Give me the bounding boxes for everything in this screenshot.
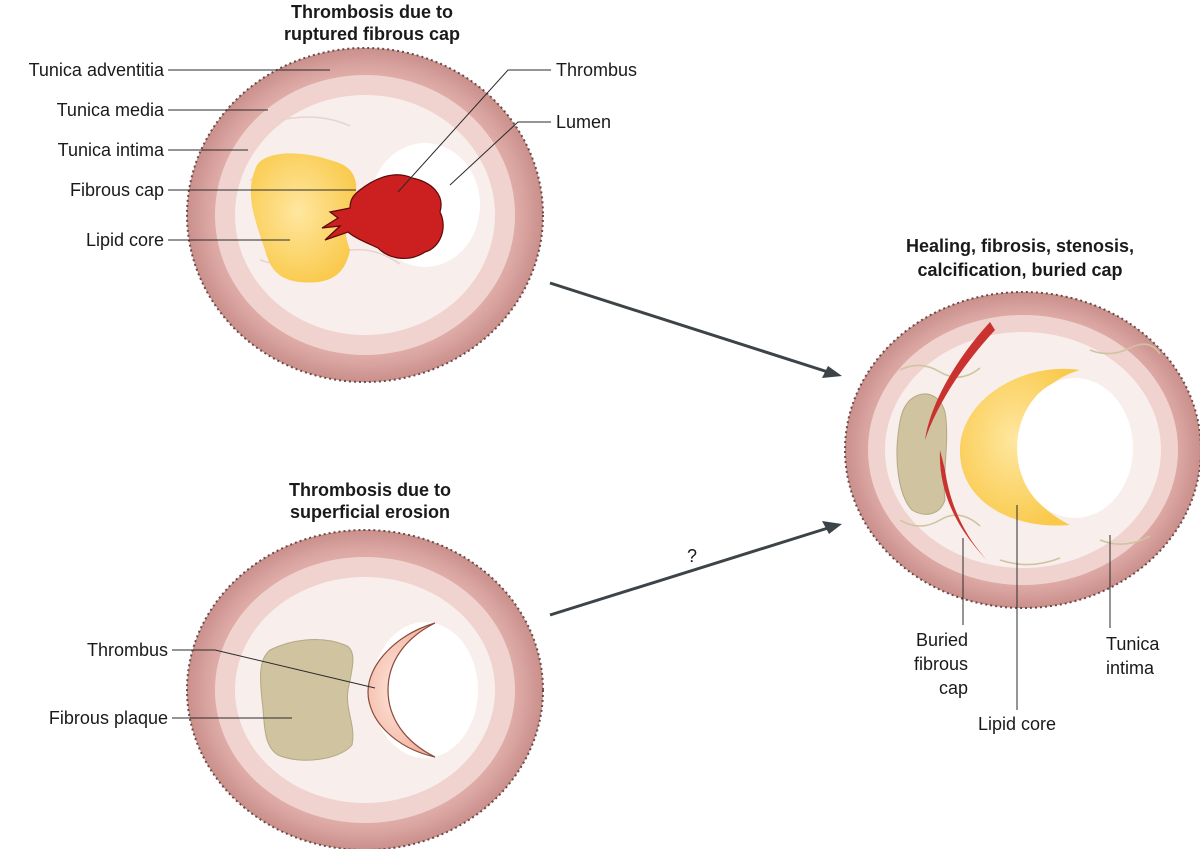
- fibrous-plaque: [259, 639, 354, 761]
- label-thrombus: Thrombus: [556, 60, 637, 80]
- label-lumen: Lumen: [556, 112, 611, 132]
- artery-cross-section-healing: [844, 291, 1200, 609]
- panel-ruptured-title-line2: ruptured fibrous cap: [284, 24, 460, 44]
- transition-arrows: ?: [549, 281, 842, 617]
- label-erosion-thrombus: Thrombus: [87, 640, 168, 660]
- label-tunica-adventitia: Tunica adventitia: [29, 60, 165, 80]
- vessel-outer-border: [186, 529, 544, 849]
- panel-ruptured-title-line1: Thrombosis due to: [291, 2, 453, 22]
- fibrous-plaque-healed: [896, 393, 948, 515]
- label-fibrous-plaque: Fibrous plaque: [49, 708, 168, 728]
- label-buried-cap-line1: Buried: [916, 630, 968, 650]
- arrowhead-ruptured: [822, 366, 842, 378]
- erosion-thrombus: [367, 622, 436, 758]
- arrow-question-mark: ?: [687, 546, 697, 566]
- arrow-erosion-to-healing: [549, 526, 829, 617]
- lumen: [372, 622, 478, 758]
- vessel-outer-border: [186, 47, 544, 383]
- panel-superficial-erosion: Thrombosis due to superficial erosion Th…: [49, 480, 544, 849]
- panel-erosion-title-line1: Thrombosis due to: [289, 480, 451, 500]
- lipid-core-healing: [959, 368, 1080, 526]
- label-tunica-intima: Tunica intima: [58, 140, 165, 160]
- buried-fibrous-cap-upper: [925, 322, 995, 440]
- label-buried-cap-line2: fibrous: [914, 654, 968, 674]
- arrow-ruptured-to-healing: [549, 281, 829, 374]
- panel-healing: Healing, fibrosis, stenosis, calcificati…: [844, 236, 1200, 734]
- leader-lumen: [449, 121, 551, 186]
- artery-cross-section-ruptured: [186, 47, 544, 383]
- leader-erosion-thrombus: [172, 649, 376, 689]
- panel-healing-title-line2: calcification, buried cap: [917, 260, 1122, 280]
- thrombus-mass: [321, 174, 444, 259]
- label-tunica-media: Tunica media: [57, 100, 165, 120]
- label-lipid-core: Lipid core: [86, 230, 164, 250]
- panel-ruptured-cap: Thrombosis due to ruptured fibrous cap T…: [29, 2, 637, 383]
- arrowhead-erosion: [822, 521, 842, 534]
- label-lipid-core-healing: Lipid core: [978, 714, 1056, 734]
- fibrosis-fibers: [899, 343, 1161, 566]
- artery-cross-section-erosion: [186, 529, 544, 849]
- lumen: [1017, 378, 1133, 518]
- label-tunica-intima-healing-line1: Tunica: [1106, 634, 1160, 654]
- label-fibrous-cap: Fibrous cap: [70, 180, 164, 200]
- label-tunica-intima-healing-line2: intima: [1106, 658, 1155, 678]
- panel-healing-title-line1: Healing, fibrosis, stenosis,: [906, 236, 1134, 256]
- leader-thrombus: [397, 69, 551, 193]
- lipid-core: [250, 153, 357, 283]
- label-buried-cap-line3: cap: [939, 678, 968, 698]
- panel-erosion-title-line2: superficial erosion: [290, 502, 450, 522]
